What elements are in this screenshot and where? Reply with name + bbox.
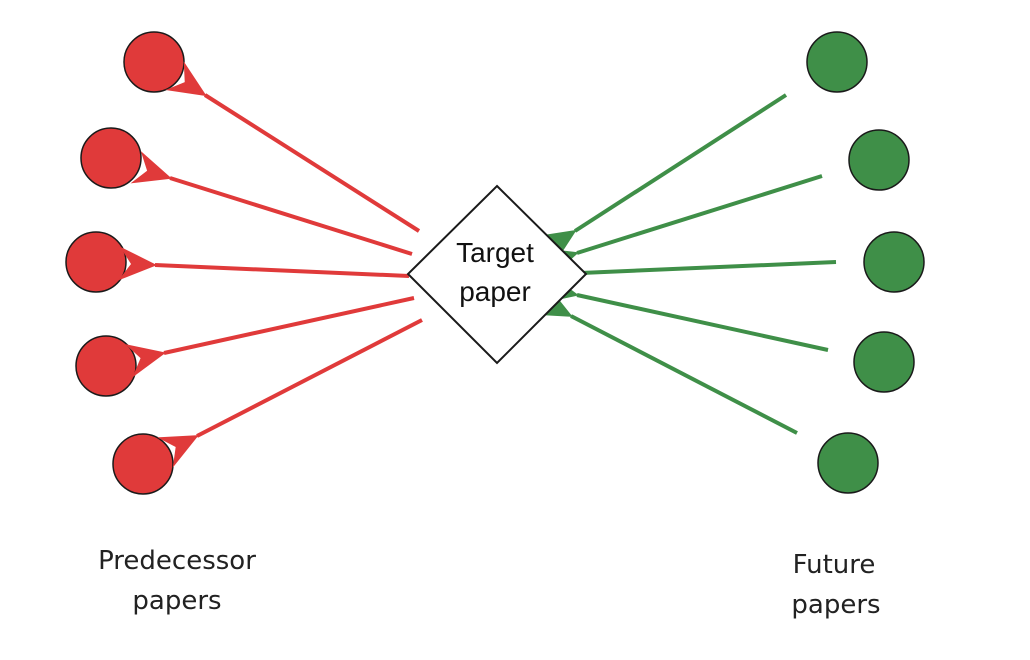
predecessor-nodes xyxy=(65,31,185,495)
future-node-5 xyxy=(817,432,879,494)
predecessor-node-5 xyxy=(112,433,174,495)
predecessor-node-2 xyxy=(80,127,142,189)
predecessor-label-line2: papers xyxy=(132,586,221,616)
future-node-4 xyxy=(853,331,915,393)
arrow-from-future-4 xyxy=(538,270,829,352)
arrow-from-future-5 xyxy=(531,284,798,435)
arrow-from-future-2 xyxy=(537,174,823,281)
future-label-line1: Future xyxy=(793,550,876,580)
future-label-line2: papers xyxy=(791,590,880,620)
future-label: Future papers xyxy=(791,550,880,620)
future-node-1 xyxy=(806,31,868,93)
citation-arrows-out xyxy=(118,61,423,468)
future-node-2 xyxy=(848,129,910,191)
arrow-from-future-1 xyxy=(535,93,788,265)
predecessor-node-3 xyxy=(65,231,127,293)
predecessor-node-1 xyxy=(123,31,185,93)
arrow-to-predecessor-3 xyxy=(118,246,410,281)
future-nodes xyxy=(806,31,925,494)
arrow-to-predecessor-1 xyxy=(165,61,421,233)
future-node-3 xyxy=(863,231,925,293)
arrow-to-predecessor-2 xyxy=(130,150,413,256)
target-paper-label-line1: Target xyxy=(456,237,534,268)
citation-arrows-in xyxy=(531,93,837,435)
predecessor-label-line1: Predecessor xyxy=(98,546,256,576)
predecessor-label: Predecessor papers xyxy=(98,546,256,616)
target-paper-diamond xyxy=(406,184,588,365)
arrow-to-predecessor-5 xyxy=(157,318,423,468)
arrow-to-predecessor-4 xyxy=(125,296,415,378)
predecessor-node-4 xyxy=(75,335,137,397)
target-paper-node: Target paper xyxy=(406,184,588,365)
arrow-from-future-3 xyxy=(544,257,837,292)
target-paper-label-line2: paper xyxy=(459,276,531,307)
